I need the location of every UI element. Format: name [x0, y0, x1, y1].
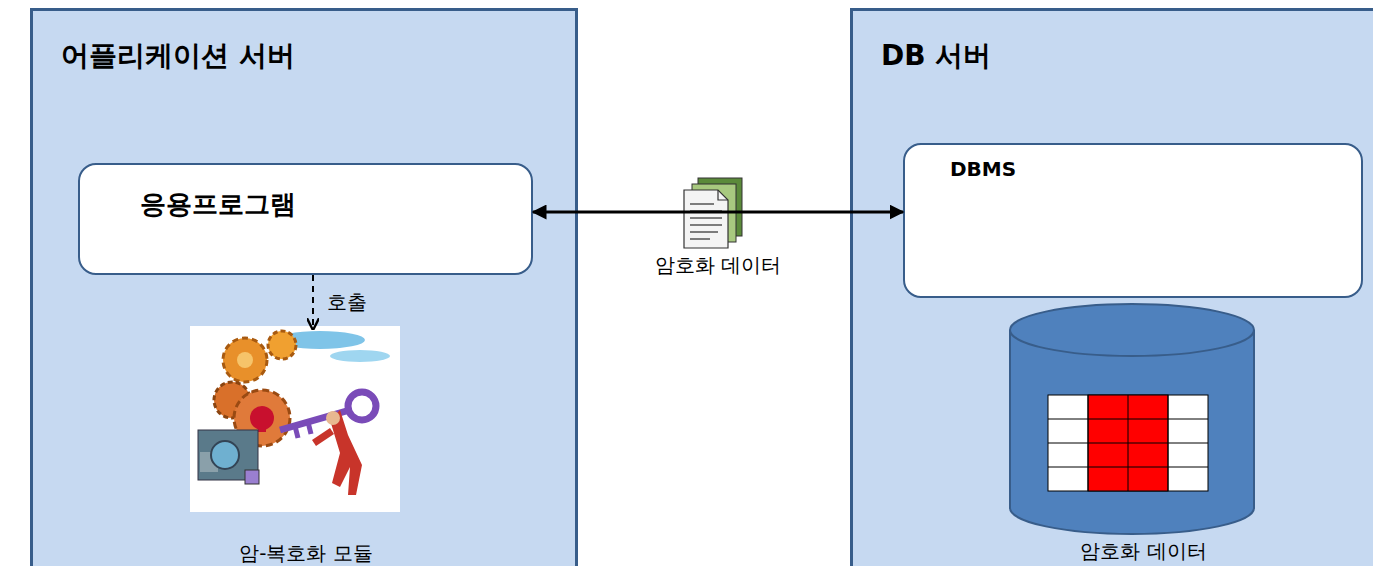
module-icon: 암-복호화 모듈	[173, 329, 439, 566]
node-text: 응용프로그램	[140, 187, 296, 222]
double-arrow	[533, 211, 903, 214]
node-text: 암호화 데이터	[993, 538, 1294, 565]
server-panel: DB 서버 DBMS 암호화 데이터	[850, 8, 1373, 566]
document-icon	[684, 178, 742, 248]
edge-label: 호출	[327, 289, 367, 316]
node-text: 어플리케이션 서버	[61, 37, 295, 75]
process-box: 응용프로그램	[78, 163, 533, 275]
server-panel: 어플리케이션 서버응용프로그램암-복호화 모듈	[30, 8, 578, 566]
node-text: 암-복호화 모듈	[173, 540, 439, 566]
node-text: DB 서버	[881, 37, 991, 75]
database-icon: 암호화 데이터	[993, 301, 1294, 566]
node-text: DBMS	[950, 157, 1016, 181]
process-box: DBMS	[903, 143, 1363, 298]
edge-label: 암호화 데이터	[655, 252, 781, 279]
